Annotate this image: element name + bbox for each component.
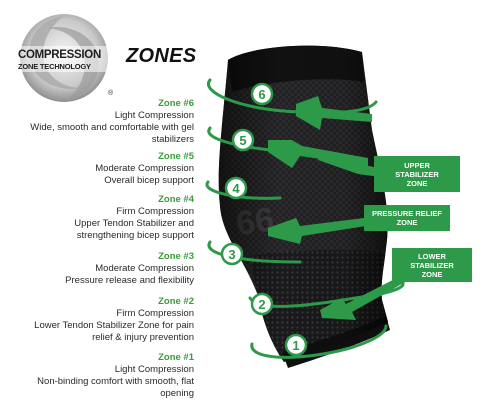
zone-line: opening (160, 388, 194, 399)
zone-line: Moderate Compression (95, 163, 194, 174)
zone-line: Upper Tendon Stabilizer and (74, 218, 194, 229)
zone-line: Lower Tendon Stabilizer Zone for pain (34, 320, 194, 331)
upper-stabilizer-label: UPPER STABILIZER ZONE (374, 156, 460, 192)
label-line: LOWER (418, 251, 446, 261)
zone-badges: 6 5 4 3 2 1 (220, 82, 308, 357)
label-line: UPPER (404, 160, 430, 170)
label-line: STABILIZER (395, 169, 439, 179)
logo-swirl-icon (14, 14, 118, 102)
zone-title: Zone #6 (158, 98, 194, 109)
zone-1-badge: 1 (284, 333, 308, 357)
zone-5-description: Zone #5 Moderate Compression Overall bic… (0, 151, 194, 187)
logo-text-sub: ZONE TECHNOLOGY (18, 62, 91, 71)
zone-line: stabilizers (151, 134, 194, 145)
compression-zone-logo: COMPRESSION ZONE TECHNOLOGY ® (4, 8, 122, 106)
zone-line: Firm Compression (116, 206, 194, 217)
zone-line: Non-binding comfort with smooth, flat (37, 376, 194, 387)
zone-2-badge: 2 (250, 292, 274, 316)
zone-6-badge: 6 (250, 82, 274, 106)
zone-3-badge: 3 (220, 242, 244, 266)
zone-4-band (205, 180, 282, 200)
zone-3-description: Zone #3 Moderate Compression Pressure re… (0, 251, 194, 287)
zone-1-number: 1 (292, 338, 299, 353)
zone-line: relief & injury prevention (92, 332, 194, 343)
zone-title: Zone #4 (158, 194, 194, 205)
zone-line: Light Compression (114, 364, 194, 375)
label-line: STABILIZER (410, 260, 454, 270)
zone-5-number: 5 (239, 133, 246, 148)
zone-line: Wide, smooth and comfortable with gel (30, 122, 194, 133)
lower-stabilizer-arrow (320, 270, 416, 320)
zone-arrows (268, 96, 416, 320)
label-line: ZONE (421, 269, 443, 279)
zone-1-band (250, 324, 388, 359)
logo-text-main: COMPRESSION (18, 49, 101, 61)
label-line: ZONE (406, 178, 428, 188)
zone-line: Light Compression (114, 110, 194, 121)
pressure-relief-label: PRESSURE RELIEF ZONE (364, 205, 450, 231)
zone-2-description: Zone #2 Firm Compression Lower Tendon St… (0, 296, 194, 344)
zone-line: strengthening bicep support (76, 230, 194, 241)
registered-mark: ® (108, 90, 114, 97)
zone-3-number: 3 (228, 247, 235, 262)
zone-1-description: Zone #1 Light Compression Non-binding co… (0, 352, 194, 400)
zone-line: Overall bicep support (104, 175, 194, 186)
zone-2-number: 2 (258, 297, 265, 312)
zone-4-badge: 4 (224, 176, 248, 200)
page-title: ZONES (126, 45, 197, 67)
zone-line: Moderate Compression (95, 263, 194, 274)
pressure-relief-arrow (268, 218, 366, 244)
zone-6-number: 6 (258, 87, 265, 102)
zone-line: Pressure release and flexibility (65, 275, 194, 286)
zone-6-description: Zone #6 Light Compression Wide, smooth a… (0, 98, 194, 146)
zone-title: Zone #1 (158, 352, 194, 363)
zone-4-description: Zone #4 Firm Compression Upper Tendon St… (0, 194, 194, 242)
upper-stabilizer-arrow (318, 152, 388, 178)
zone-title: Zone #2 (158, 296, 194, 307)
zone-title: Zone #5 (158, 151, 194, 162)
label-line: ZONE (396, 218, 418, 227)
label-line: PRESSURE RELIEF (371, 209, 442, 218)
zone-5-badge: 5 (231, 128, 255, 152)
zone-line: Firm Compression (116, 308, 194, 319)
zone-title: Zone #3 (158, 251, 194, 262)
lower-stabilizer-label: LOWER STABILIZER ZONE (392, 248, 472, 282)
zone-6-arrow (296, 96, 372, 130)
zone-4-number: 4 (232, 181, 240, 196)
